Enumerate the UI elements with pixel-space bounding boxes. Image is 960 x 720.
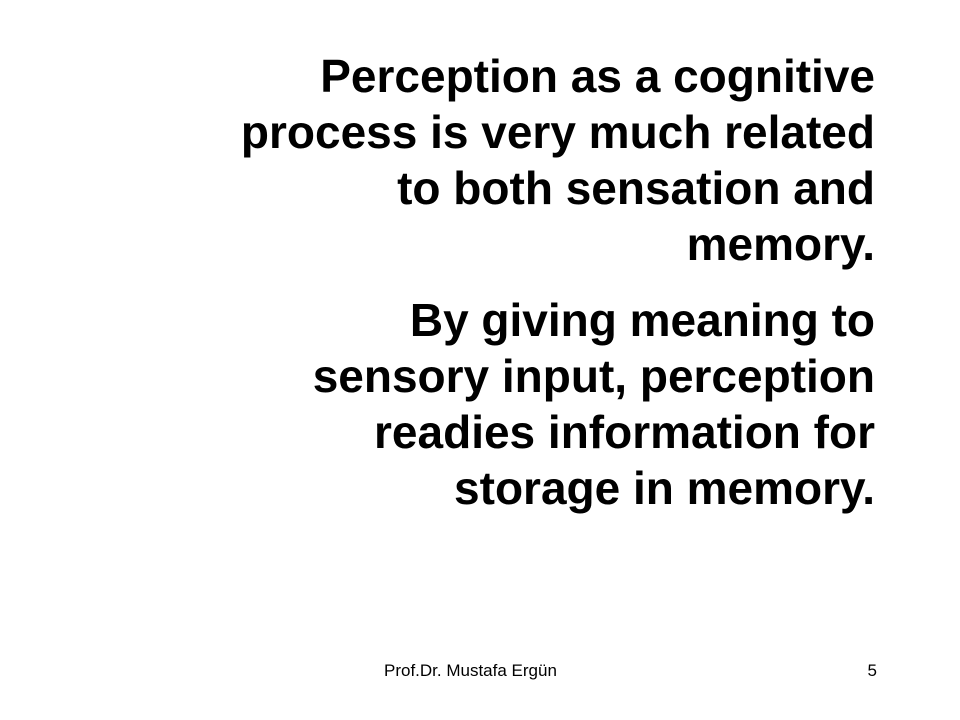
text-line: sensory input, perception [312, 350, 875, 402]
text-line: to both sensation and [397, 162, 875, 214]
text-line: Perception as a cognitive [320, 50, 875, 102]
paragraph-perception-cognitive: Perception as a cognitive process is ver… [60, 48, 875, 272]
slide-body: Perception as a cognitive process is ver… [60, 48, 875, 516]
text-line: memory. [686, 218, 875, 270]
text-line: process is very much related [240, 106, 875, 158]
text-line: storage in memory. [454, 462, 875, 514]
text-line: By giving meaning to [409, 294, 875, 346]
paragraph-meaning-sensory-input: By giving meaning to sensory input, perc… [60, 292, 875, 516]
footer-author: Prof.Dr. Mustafa Ergün [384, 661, 557, 680]
page-number: 5 [867, 661, 877, 680]
text-line: readies information for [374, 406, 875, 458]
